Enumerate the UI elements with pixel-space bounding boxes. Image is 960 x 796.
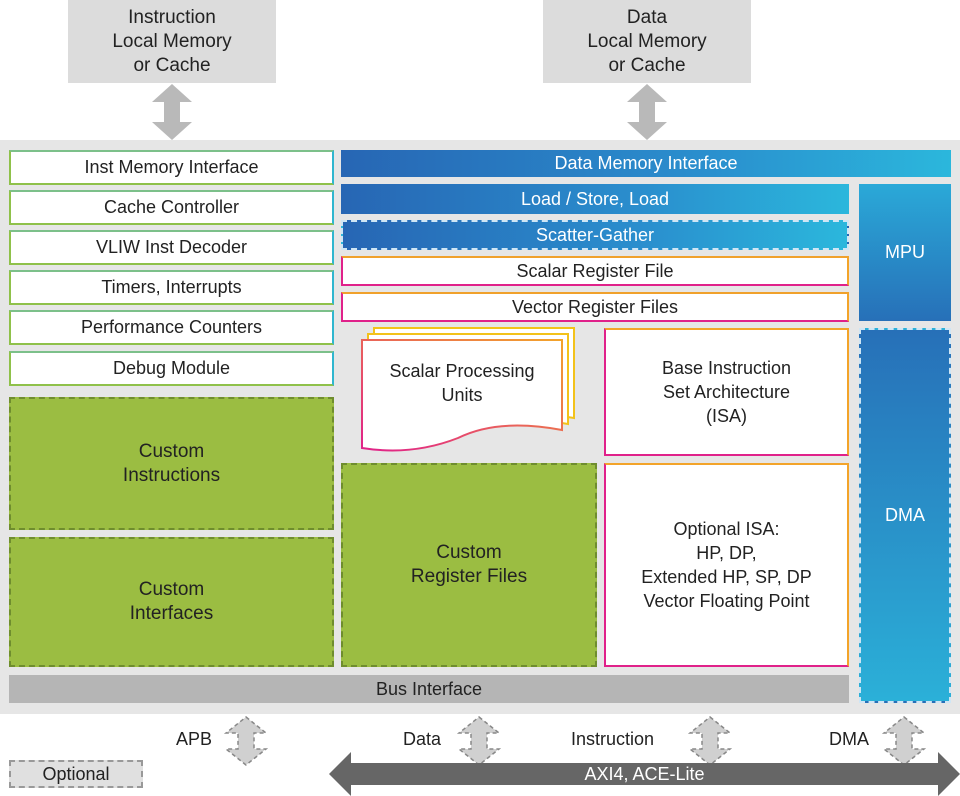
vector-register-files-label: Vector Register Files bbox=[511, 296, 679, 317]
data-memory-box: Data Local Memory or Cache bbox=[543, 0, 751, 83]
base-isa-box: Base Instruction Set Architecture (ISA) bbox=[604, 328, 849, 456]
axi-bus-label: AXI4, ACE-Lite bbox=[351, 763, 938, 785]
data-memory-interface-bar: Data Memory Interface bbox=[341, 150, 951, 177]
scalar-register-file-label: Scalar Register File bbox=[516, 260, 674, 281]
scalar-processing-units-label: Scalar Processing Units bbox=[364, 348, 560, 418]
data-memory-arrow-icon bbox=[627, 84, 667, 140]
dma-label: DMA bbox=[885, 505, 925, 525]
custom-register-files-label: Custom Register Files bbox=[410, 542, 528, 587]
vliw-inst-decoder-label: VLIW Inst Decoder bbox=[95, 237, 248, 257]
scalar-register-file-box: Scalar Register File bbox=[341, 256, 849, 286]
instruction-port-label: Instruction bbox=[571, 729, 655, 749]
inst-memory-interface-box: Inst Memory Interface bbox=[9, 150, 334, 185]
dma-port-label: DMA bbox=[829, 729, 869, 749]
base-isa-label: Base Instruction Set Architecture (ISA) bbox=[661, 358, 792, 426]
performance-counters-box: Performance Counters bbox=[9, 310, 334, 345]
optional-isa-label: Optional ISA: HP, DP, Extended HP, SP, D… bbox=[641, 519, 812, 611]
scalar-processing-units-text: Scalar Processing Units bbox=[389, 361, 535, 405]
instruction-memory-label: Instruction Local Memory or Cache bbox=[112, 6, 232, 76]
custom-instructions-label: Custom Instructions bbox=[122, 440, 221, 486]
optional-isa-box: Optional ISA: HP, DP, Extended HP, SP, D… bbox=[604, 463, 849, 667]
apb-port-arrow-icon bbox=[223, 716, 269, 766]
load-store-label: Load / Store, Load bbox=[520, 188, 670, 209]
performance-counters-label: Performance Counters bbox=[80, 317, 263, 337]
timers-interrupts-box: Timers, Interrupts bbox=[9, 270, 334, 305]
cache-controller-box: Cache Controller bbox=[9, 190, 334, 225]
optional-legend-label: Optional bbox=[42, 763, 110, 784]
instruction-memory-box: Instruction Local Memory or Cache bbox=[68, 0, 276, 83]
cache-controller-label: Cache Controller bbox=[103, 197, 240, 217]
apb-port-label: APB bbox=[176, 729, 213, 749]
mpu-label: MPU bbox=[885, 242, 925, 262]
load-store-bar: Load / Store, Load bbox=[341, 184, 849, 214]
debug-module-label: Debug Module bbox=[112, 358, 231, 378]
vliw-inst-decoder-box: VLIW Inst Decoder bbox=[9, 230, 334, 265]
dma-box: DMA bbox=[859, 328, 951, 703]
axi-bus-arrow-icon bbox=[329, 752, 960, 796]
custom-instructions-box: Custom Instructions bbox=[9, 397, 334, 530]
optional-legend-box: Optional bbox=[9, 760, 143, 788]
debug-module-box: Debug Module bbox=[9, 351, 334, 386]
data-memory-label: Data Local Memory or Cache bbox=[587, 6, 707, 76]
inst-memory-interface-label: Inst Memory Interface bbox=[84, 157, 259, 177]
scalar-processing-units-icon bbox=[361, 327, 575, 452]
custom-interfaces-box: Custom Interfaces bbox=[9, 537, 334, 667]
bus-interface-bar: Bus Interface bbox=[9, 675, 849, 703]
bus-interface-label: Bus Interface bbox=[375, 678, 483, 699]
vector-register-files-box: Vector Register Files bbox=[341, 292, 849, 322]
mpu-box: MPU bbox=[859, 184, 951, 321]
scatter-gather-label: Scatter-Gather bbox=[535, 224, 655, 245]
timers-interrupts-label: Timers, Interrupts bbox=[101, 277, 242, 297]
custom-register-files-box: Custom Register Files bbox=[341, 463, 597, 667]
custom-interfaces-label: Custom Interfaces bbox=[129, 579, 214, 624]
data-memory-interface-label: Data Memory Interface bbox=[554, 153, 738, 173]
axi-bus-text: AXI4, ACE-Lite bbox=[584, 763, 705, 784]
data-port-label: Data bbox=[403, 729, 442, 749]
instruction-memory-arrow-icon bbox=[152, 84, 192, 140]
scatter-gather-bar: Scatter-Gather bbox=[341, 220, 849, 250]
